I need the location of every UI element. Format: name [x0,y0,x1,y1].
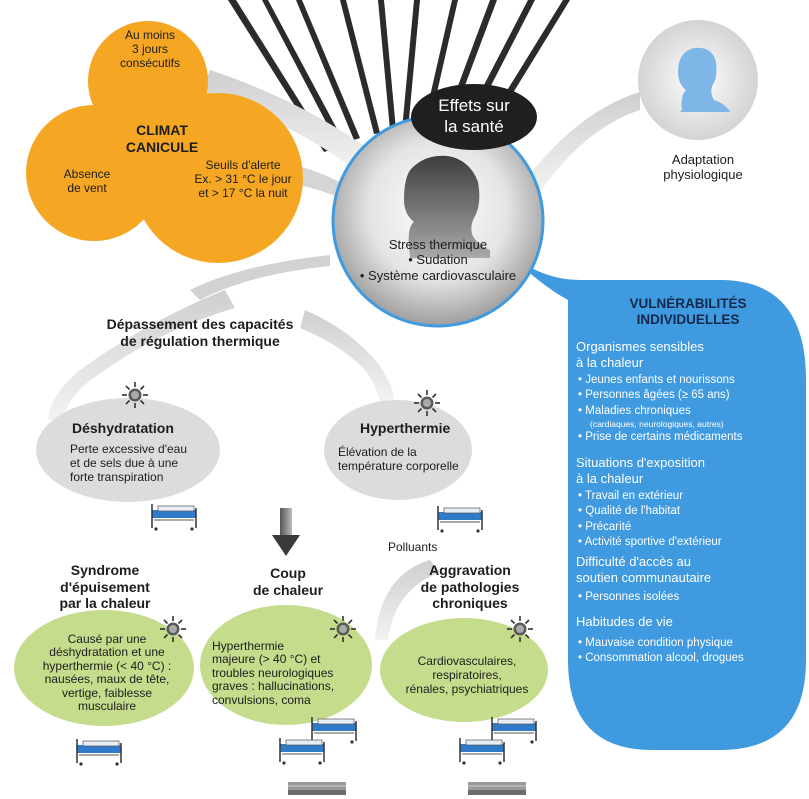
deshydratation-shape [36,398,220,502]
aggravation-shape [380,618,548,722]
syndrome-title: Syndrome d'épuisement par la chaleur [59,562,151,612]
arc-top-left [190,255,330,300]
hyperthermie-title: Hyperthermie [360,420,451,436]
list-item: Personnes isolées [578,590,808,605]
climat-duration: Au moins 3 jours consécutifs [119,28,181,71]
climat-title: CLIMAT CANICULE [125,122,199,155]
coup-text: Hyperthermie majeure (> 40 °C) et troubl… [212,639,335,707]
deshydratation-title: Déshydratation [72,420,174,436]
connector-adaptation [525,92,640,192]
exposition-list: Travail en extérieur Qualité de l'habita… [578,489,808,550]
depassement-arc-left [48,290,235,420]
difficulte-list: Personnes isolées [578,590,808,605]
hospital-bed-icon [459,737,505,766]
deshydratation-text: Perte excessive d'eau et de sels due à u… [70,442,188,485]
organismes-list: Jeunes enfants et nourissons Personnes â… [578,373,808,445]
list-item: Prise de certains médicaments [578,430,808,445]
hospital-bed-icon [311,716,357,745]
climat-thresholds: Seuils d'alerte Ex. > 31 °C le jour et >… [194,158,292,201]
person-silhouette-icon [404,155,490,258]
list-item: Qualité de l'habitat [578,504,808,519]
syndrome-shape [14,610,194,726]
vulnerabilites-title: VULNÉRABILITÉS INDIVIDUELLES [629,296,747,328]
list-item: Précarité [578,520,808,535]
effets-title-shape [411,84,537,150]
hospital-bed-icon [279,737,325,766]
coffin-icon [287,781,347,796]
list-item: Consommation alcool, drogues [578,651,808,666]
habitudes-title: Habitudes de vie [576,614,673,629]
coup-shape [200,605,372,725]
organismes-title: Organismes sensibles à la chaleur [576,339,704,370]
aggravation-title: Aggravation de pathologies chroniques [420,562,520,612]
aggravation-text: Cardiovasculaires, respiratoires, rénale… [405,654,529,696]
list-item: Maladies chroniques [578,404,808,419]
polluants-arc [375,560,440,640]
list-item: Activité sportive d'extérieur [578,535,808,550]
connector-climat [200,70,370,170]
hospital-bed-icon [437,505,483,534]
habitudes-list: Mauvaise condition physique Consommation… [578,636,808,667]
stress-thermique: Stress thermique • Sudation • Système ca… [359,237,517,283]
hyperthermie-shape [324,400,472,500]
depassement-arc-right [300,310,394,402]
adaptation-person-icon [678,47,730,112]
list-item: Mauvaise condition physique [578,636,808,651]
exposition-title: Situations d'exposition à la chaleur [576,455,705,486]
adaptation-label: Adaptation physiologique [663,152,743,183]
effets-title: Effets sur la santé [438,96,510,136]
depassement-label: Dépassement des capacités de régulation … [106,316,294,349]
coup-title: Coup de chaleur [252,565,324,598]
list-item: Jeunes enfants et nourissons [578,373,808,388]
polluants-label: Polluants [388,540,438,554]
list-item: Personnes âgées (≥ 65 ans) [578,388,808,403]
down-arrow-icon [272,508,300,556]
list-item: Travail en extérieur [578,489,808,504]
coffin-icon [467,781,527,796]
hospital-bed-icon [76,738,122,767]
difficulte-title: Difficulté d'accès au soutien communauta… [576,554,712,585]
hyperthermie-text: Élévation de la température corporelle [338,445,459,474]
climat-canicule-shape [26,21,303,263]
syndrome-text: Causé par une déshydratation et une hype… [42,632,172,714]
hospital-bed-icon [491,716,537,745]
list-item-note: (cardiaques, neurologiques, autres) [590,418,724,429]
hospital-bed-icon [151,503,197,532]
climat-wind: Absence de vent [63,167,111,196]
